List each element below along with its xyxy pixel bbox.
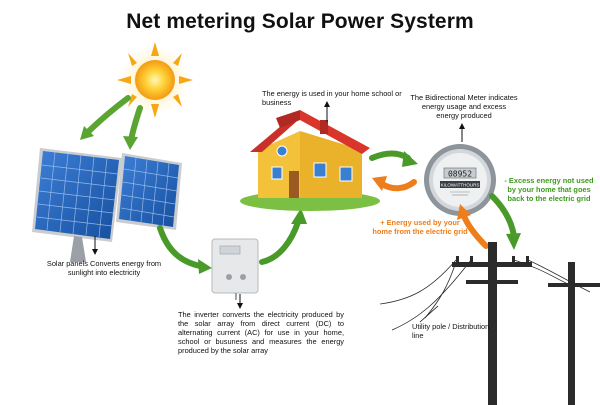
distribution-lines <box>379 259 591 331</box>
grid-to-meter-arrow <box>457 204 489 249</box>
inverter-to-house-arrow <box>259 208 307 265</box>
caption-inverter: The inverter converts the electricity pr… <box>178 310 344 355</box>
caption-house: The energy is used in your home school o… <box>262 89 402 107</box>
utility-pole-icon <box>452 242 600 405</box>
meter-to-grid-arrow <box>489 193 521 250</box>
solar-panel-left <box>32 148 122 262</box>
sun-icon <box>117 42 193 118</box>
meter-to-house-arrow <box>372 176 417 192</box>
meter-reading: 08952 <box>448 170 472 179</box>
caption-meter: The Bidirectional Meter indicates energy… <box>410 93 518 120</box>
meter-brand: KILOWATTHOURS <box>441 183 480 188</box>
panels-to-inverter-arrow <box>157 225 212 274</box>
caption-excess-energy: - Excess energy not used by your home th… <box>504 176 594 203</box>
caption-solar-panels: Solar panels Converts energy from sunlig… <box>46 259 162 277</box>
caption-energy-used: + Energy used by your home from the elec… <box>372 218 468 236</box>
house-icon <box>240 110 380 211</box>
pole-pointer <box>419 305 439 323</box>
page-title: Net metering Solar Power Systerm <box>126 10 474 33</box>
house-to-meter-arrow <box>369 150 418 167</box>
inverter-icon <box>211 238 259 300</box>
caption-utility-pole: Utility pole / Distribution line <box>412 322 490 340</box>
bidirectional-meter-icon: 08952 KILOWATTHOURS <box>424 144 496 216</box>
solar-panel-right <box>116 153 182 230</box>
sunlight-arrows <box>80 95 143 150</box>
